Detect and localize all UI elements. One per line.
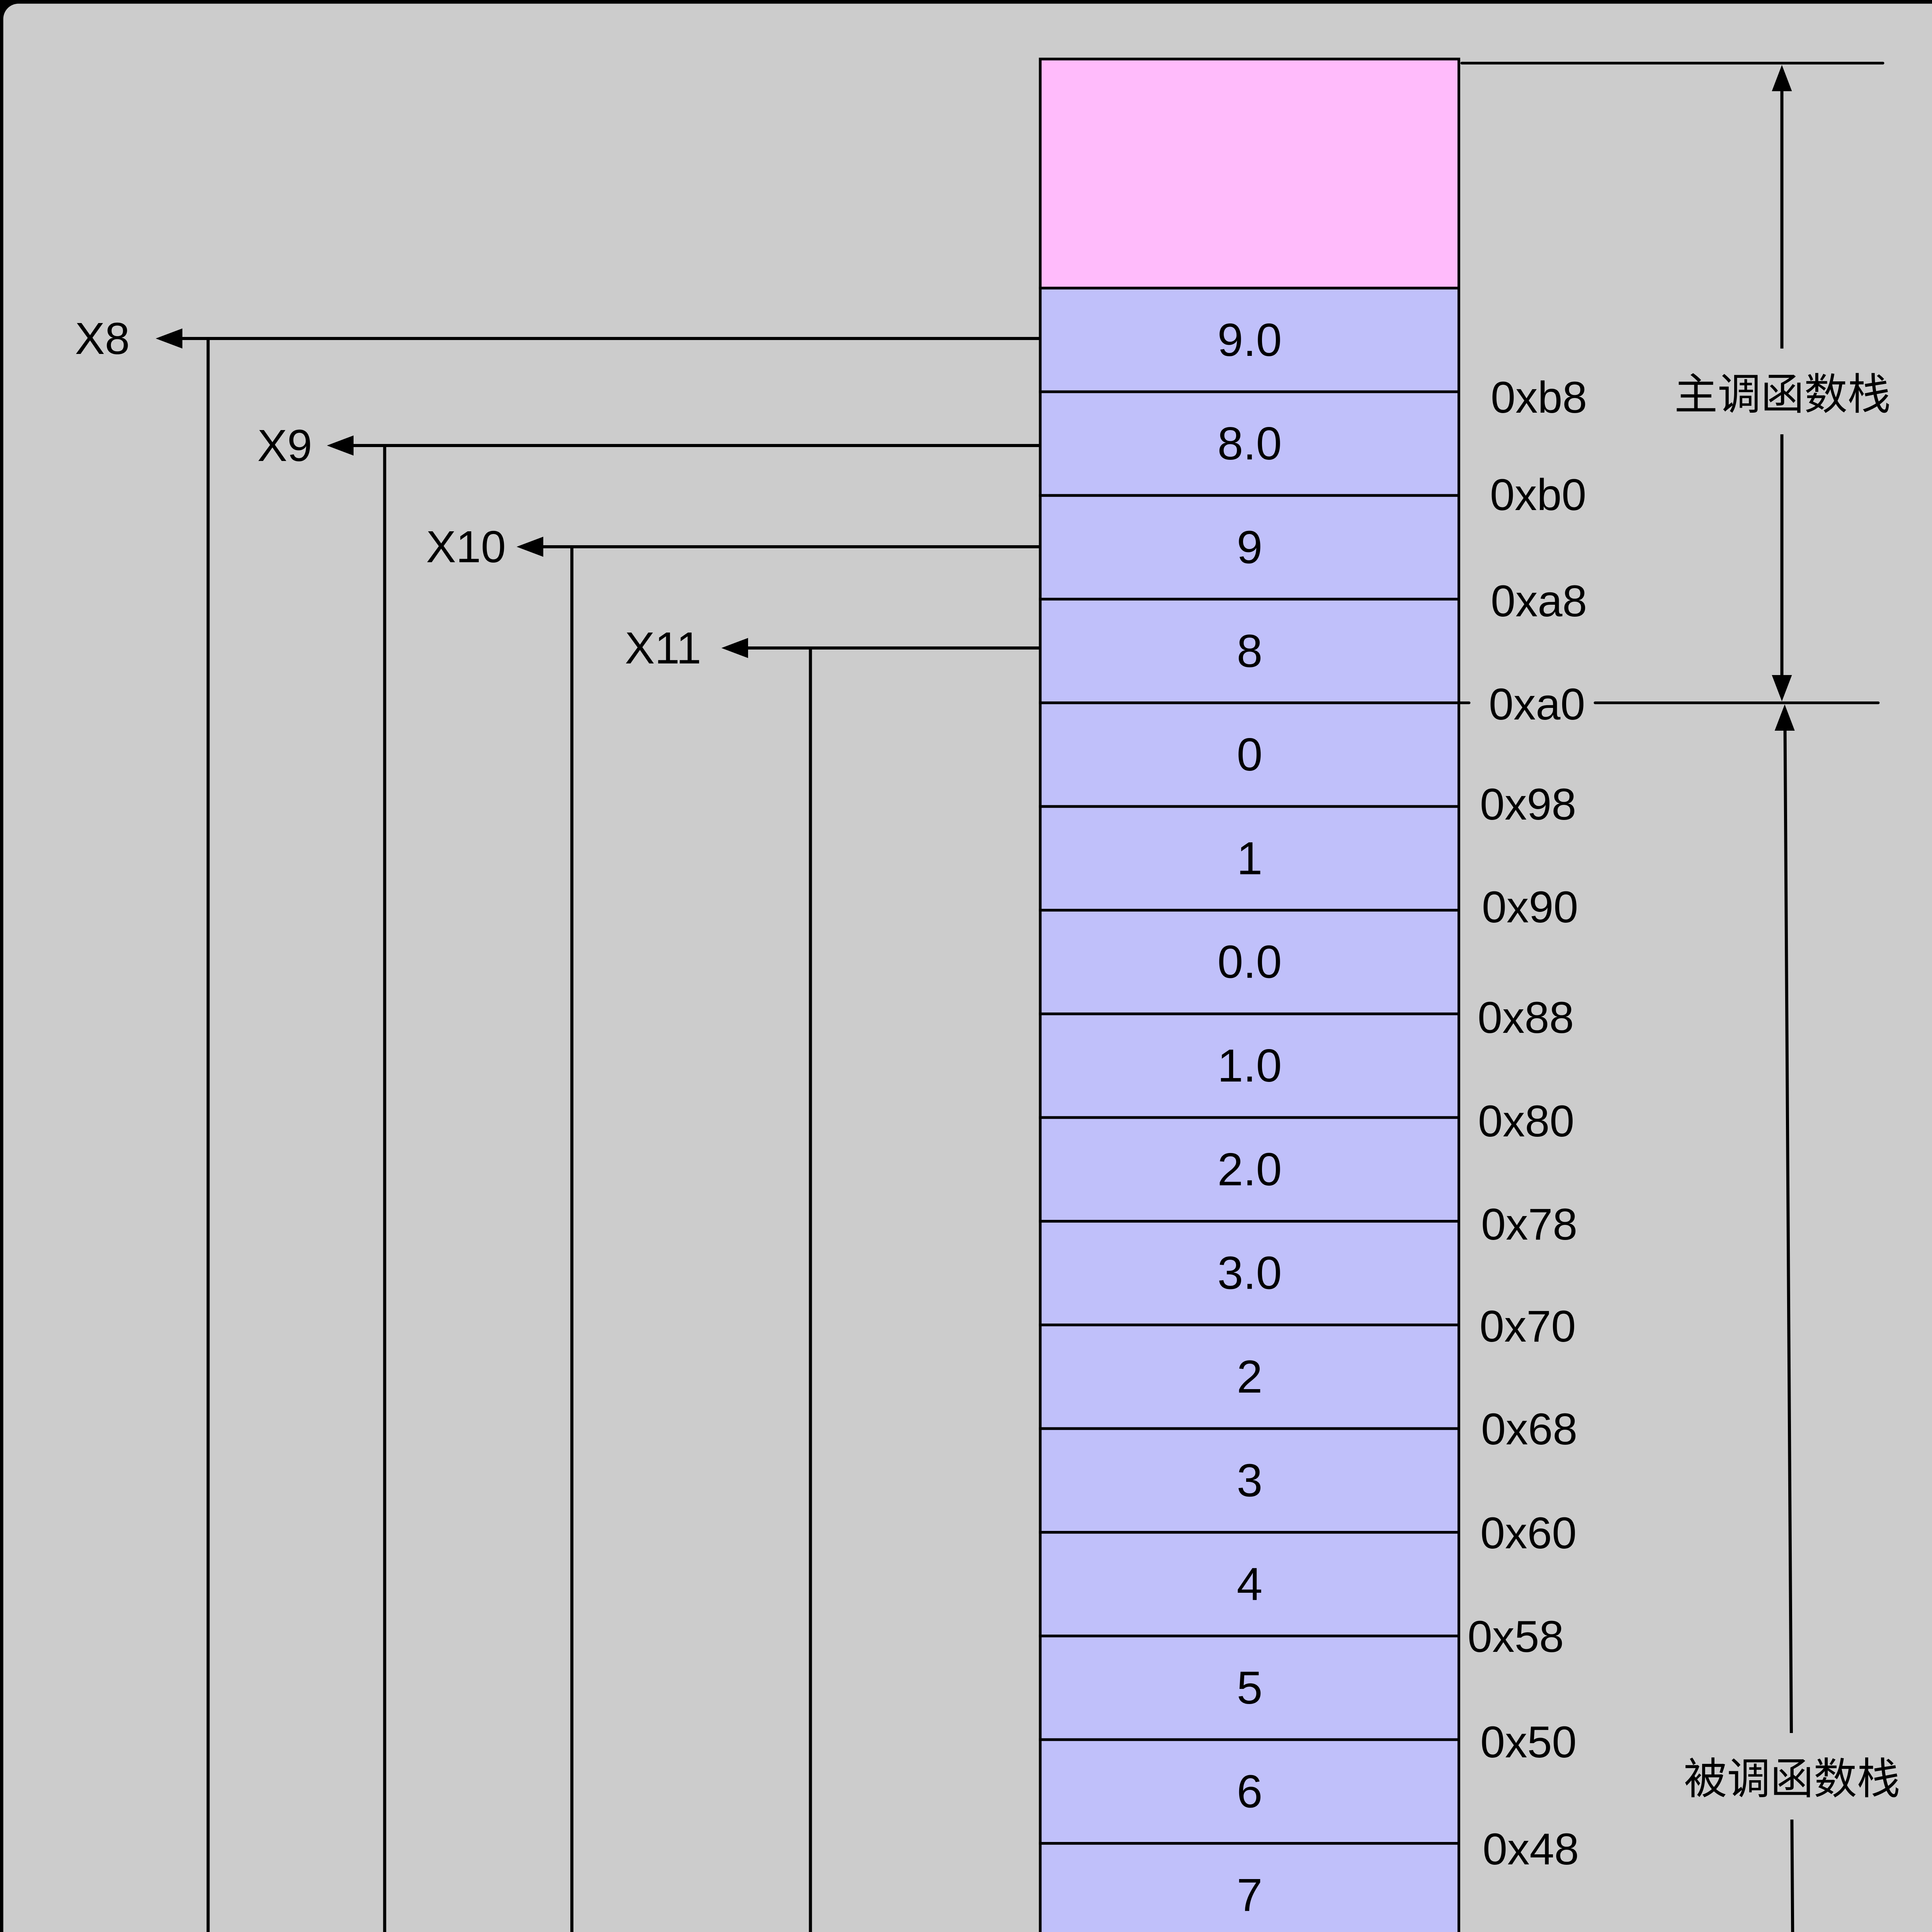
svg-text:8.0: 8.0 xyxy=(1218,418,1282,469)
svg-text:0xa0: 0xa0 xyxy=(1489,680,1585,729)
svg-text:1: 1 xyxy=(1237,832,1263,884)
svg-text:1.0: 1.0 xyxy=(1218,1040,1282,1092)
svg-text:0x40: 0x40 xyxy=(1482,1925,1578,1932)
svg-text:5: 5 xyxy=(1237,1662,1263,1714)
svg-text:0x88: 0x88 xyxy=(1478,993,1574,1043)
svg-text:X9: X9 xyxy=(257,420,312,471)
svg-text:X10: X10 xyxy=(426,522,506,572)
svg-text:3: 3 xyxy=(1237,1454,1263,1506)
svg-text:6: 6 xyxy=(1237,1765,1263,1817)
svg-text:0x68: 0x68 xyxy=(1481,1405,1577,1454)
svg-text:0x80: 0x80 xyxy=(1478,1097,1574,1146)
svg-text:0x78: 0x78 xyxy=(1481,1200,1577,1249)
svg-text:0x60: 0x60 xyxy=(1480,1509,1577,1558)
svg-text:0x98: 0x98 xyxy=(1480,780,1576,829)
svg-text:0.0: 0.0 xyxy=(1218,936,1282,988)
svg-text:0xb0: 0xb0 xyxy=(1490,470,1586,520)
svg-text:9: 9 xyxy=(1237,521,1263,573)
svg-text:0x58: 0x58 xyxy=(1468,1612,1564,1662)
svg-text:0: 0 xyxy=(1237,729,1263,781)
svg-text:4: 4 xyxy=(1237,1558,1263,1610)
svg-text:0x50: 0x50 xyxy=(1480,1718,1577,1767)
svg-text:0x48: 0x48 xyxy=(1483,1825,1579,1874)
svg-text:0xa8: 0xa8 xyxy=(1491,577,1587,626)
svg-text:7: 7 xyxy=(1237,1869,1263,1921)
svg-text:3.0: 3.0 xyxy=(1218,1247,1282,1299)
svg-text:0x90: 0x90 xyxy=(1482,883,1578,932)
svg-text:2.0: 2.0 xyxy=(1218,1143,1282,1195)
svg-text:9.0: 9.0 xyxy=(1218,314,1282,366)
svg-text:X11: X11 xyxy=(625,623,701,673)
svg-text:0x70: 0x70 xyxy=(1480,1302,1576,1351)
svg-text:8: 8 xyxy=(1237,625,1263,677)
svg-text:X8: X8 xyxy=(75,313,130,364)
svg-text:2: 2 xyxy=(1237,1351,1263,1403)
svg-text:0xb8: 0xb8 xyxy=(1491,373,1587,422)
